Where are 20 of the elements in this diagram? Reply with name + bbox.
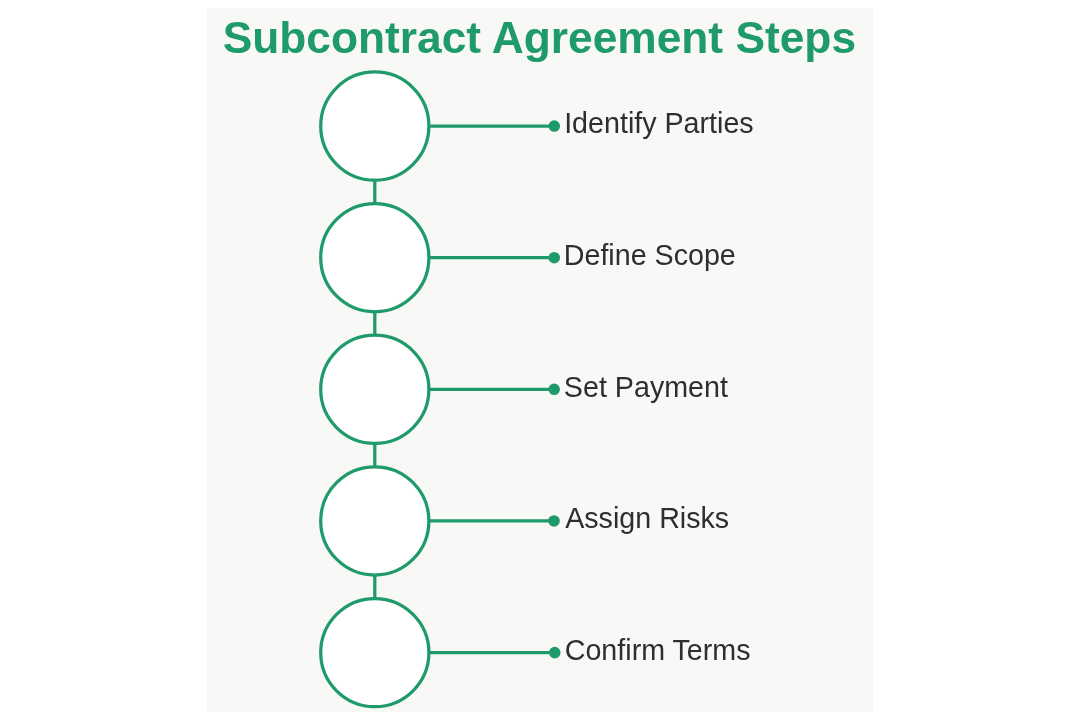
connector xyxy=(429,120,561,132)
connector xyxy=(373,180,377,204)
connector xyxy=(429,515,560,527)
diagram-title: Subcontract Agreement Steps xyxy=(222,12,857,62)
connector xyxy=(373,443,377,467)
node-text: Identify Parties xyxy=(564,107,754,140)
node-text: Define Scope xyxy=(563,238,736,271)
connector xyxy=(429,383,560,396)
node-text: Set Payment xyxy=(563,370,728,403)
node-text: Confirm Terms xyxy=(564,633,751,666)
connector xyxy=(429,251,561,264)
node-text: Assign Risks xyxy=(565,502,730,535)
connector xyxy=(373,575,377,599)
node-circle xyxy=(319,333,431,446)
node-circle xyxy=(319,596,431,709)
node-circle xyxy=(319,465,431,577)
connector xyxy=(373,311,377,336)
node-circle xyxy=(319,70,431,182)
connector xyxy=(428,646,561,659)
node-circle xyxy=(319,201,431,314)
